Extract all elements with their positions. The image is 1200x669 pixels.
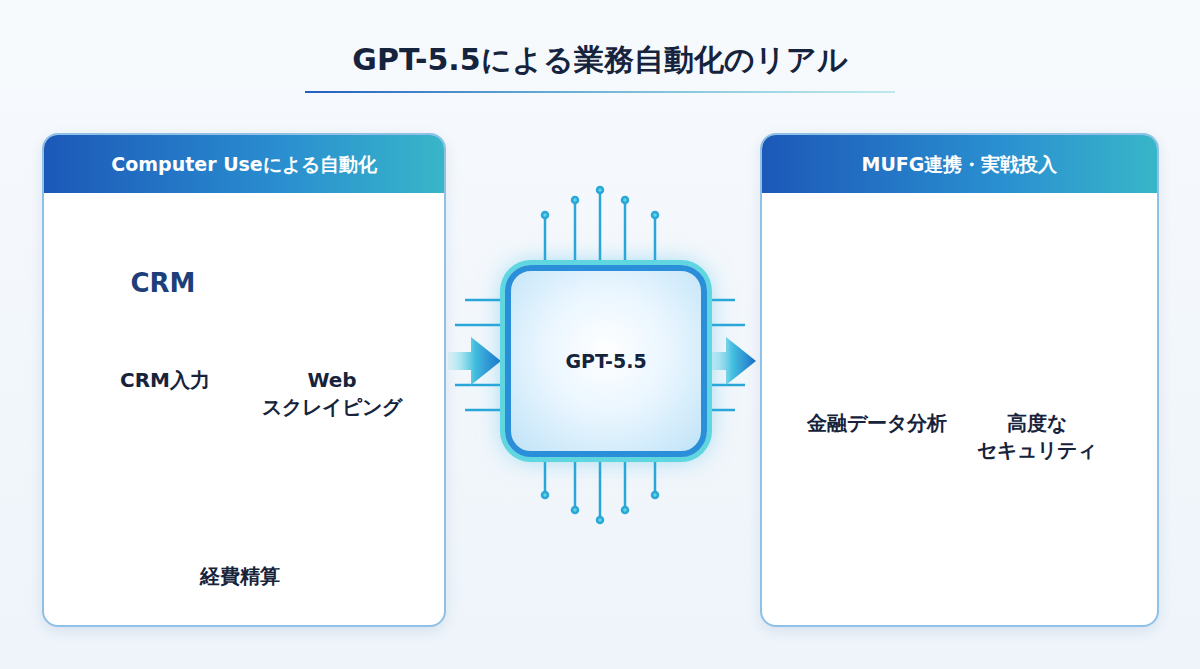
panel-box: Computer Useによる自動化 CRM入力 Web スクレイピング経費精算 (42, 133, 446, 627)
panel-box: MUFG連携・実戦投入金融データ分析高度な セキュリティ (760, 133, 1159, 627)
item-label: CRM入力 (90, 367, 240, 394)
item-label-box: CRM入力 (90, 367, 240, 394)
processor-chip: GPT-5.5 (505, 265, 707, 457)
item-label: 経費精算 (165, 563, 315, 590)
panel-heading: MUFG連携・実戦投入 (762, 135, 1157, 193)
item-label: 高度な セキュリティ (952, 410, 1122, 464)
title-underline (305, 91, 895, 93)
title: GPT-5.5による業務自動化のリアル (0, 40, 1200, 81)
item-label-box: 高度な セキュリティ (952, 410, 1122, 464)
chip-pins (455, 187, 745, 523)
panel-heading: Computer Useによる自動化 (44, 135, 444, 193)
flow-arrow (448, 337, 501, 385)
item-label-box: Web スクレイピング (257, 367, 407, 421)
flow-arrow (709, 337, 756, 385)
item-label: Web スクレイピング (257, 367, 407, 421)
chip-label: GPT-5.5 (511, 350, 701, 372)
item-label: 金融データ分析 (782, 410, 972, 437)
item-label-box: 金融データ分析 (782, 410, 972, 437)
item-label-box: 経費精算 (165, 563, 315, 590)
icon-text: CRM (115, 268, 211, 298)
